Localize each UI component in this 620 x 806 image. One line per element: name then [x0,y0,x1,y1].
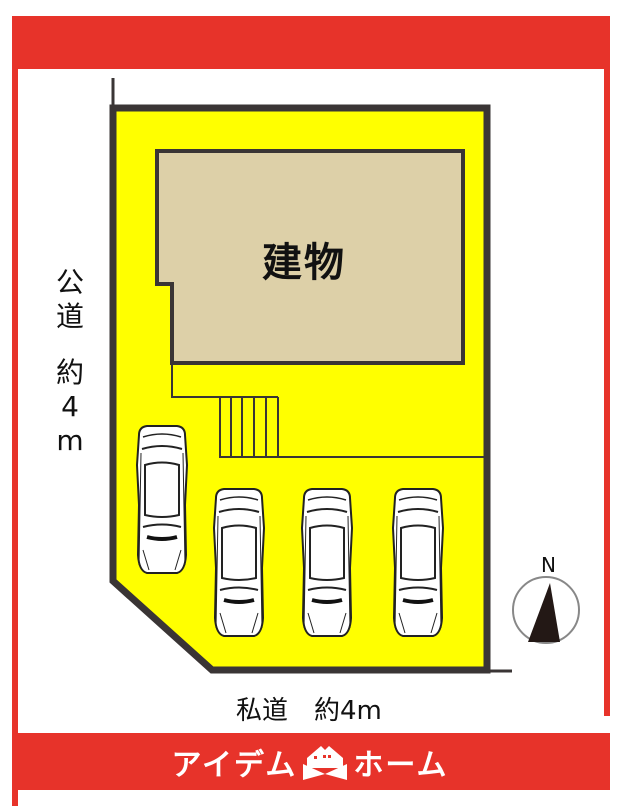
entrance-stairs [220,396,279,457]
public-road-char-3: 約 [55,356,84,389]
parked-car-2 [212,487,266,638]
frame-left-border [12,16,18,806]
public-road-char-2: 道 [55,300,84,333]
logo-text-left: アイデム [171,747,298,783]
public-road-char-4: 4 [61,390,79,423]
parked-car-4 [391,487,445,638]
public-road-char-5: m [56,424,84,457]
compass-north-icon [512,576,580,644]
private-road-label: 私道 約4m [236,696,382,726]
north-label: N [541,553,556,577]
public-road-char-1: 公 [55,266,84,299]
top-red-banner [12,16,610,69]
logo-text-right: ホーム [353,747,449,783]
public-road-label: 公 道 約 4 m [50,266,90,458]
company-logo: アイデム ホーム [0,733,620,790]
building-label: 建物 [262,240,346,286]
frame-right-border [604,16,610,716]
house-logo-icon [303,745,348,780]
parked-car-3 [300,487,354,638]
parked-car-1 [135,424,189,575]
